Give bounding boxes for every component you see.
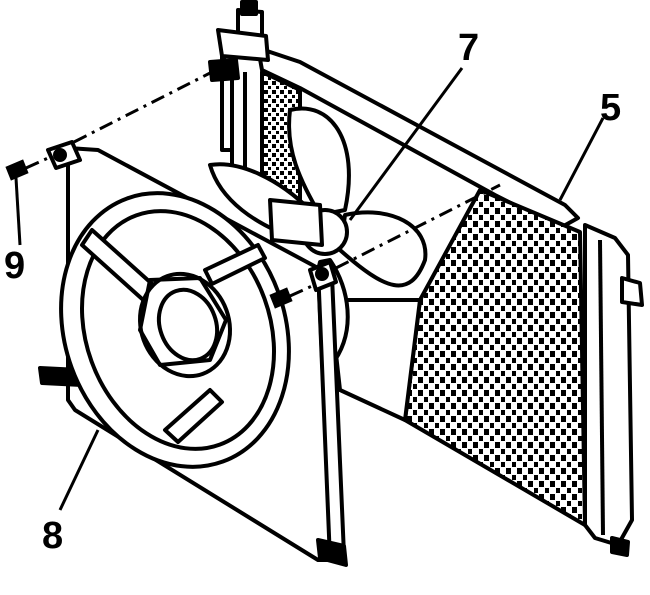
fan-blade-right bbox=[338, 210, 428, 288]
leader-5 bbox=[558, 117, 605, 201]
callout-radiator: 5 bbox=[600, 87, 621, 129]
leader-8 bbox=[58, 429, 100, 511]
shroud-spoke-lower bbox=[163, 388, 224, 444]
fan-motor bbox=[268, 198, 324, 247]
mounting-bolts bbox=[5, 159, 293, 309]
radiator-drain bbox=[610, 536, 630, 557]
fan-blade-upper bbox=[287, 106, 351, 217]
bolt-right bbox=[269, 287, 293, 309]
radiator-core bbox=[403, 188, 587, 527]
alignment-lines bbox=[25, 70, 501, 298]
callout-fan: 7 bbox=[458, 27, 479, 69]
callout-shroud: 8 bbox=[42, 515, 63, 557]
callout-bolt: 9 bbox=[4, 245, 25, 287]
fan-shroud bbox=[38, 140, 348, 567]
shroud-bottom-tab bbox=[316, 538, 348, 567]
radiator bbox=[208, 0, 644, 557]
leader-9 bbox=[14, 177, 22, 246]
bolt-top-left bbox=[5, 159, 29, 181]
radiator-side-tank bbox=[583, 223, 634, 547]
leader-lines bbox=[14, 67, 605, 511]
leader-7 bbox=[348, 67, 464, 221]
shroud-spoke-right bbox=[203, 243, 267, 286]
radiator-inlet-pipe bbox=[620, 276, 644, 307]
